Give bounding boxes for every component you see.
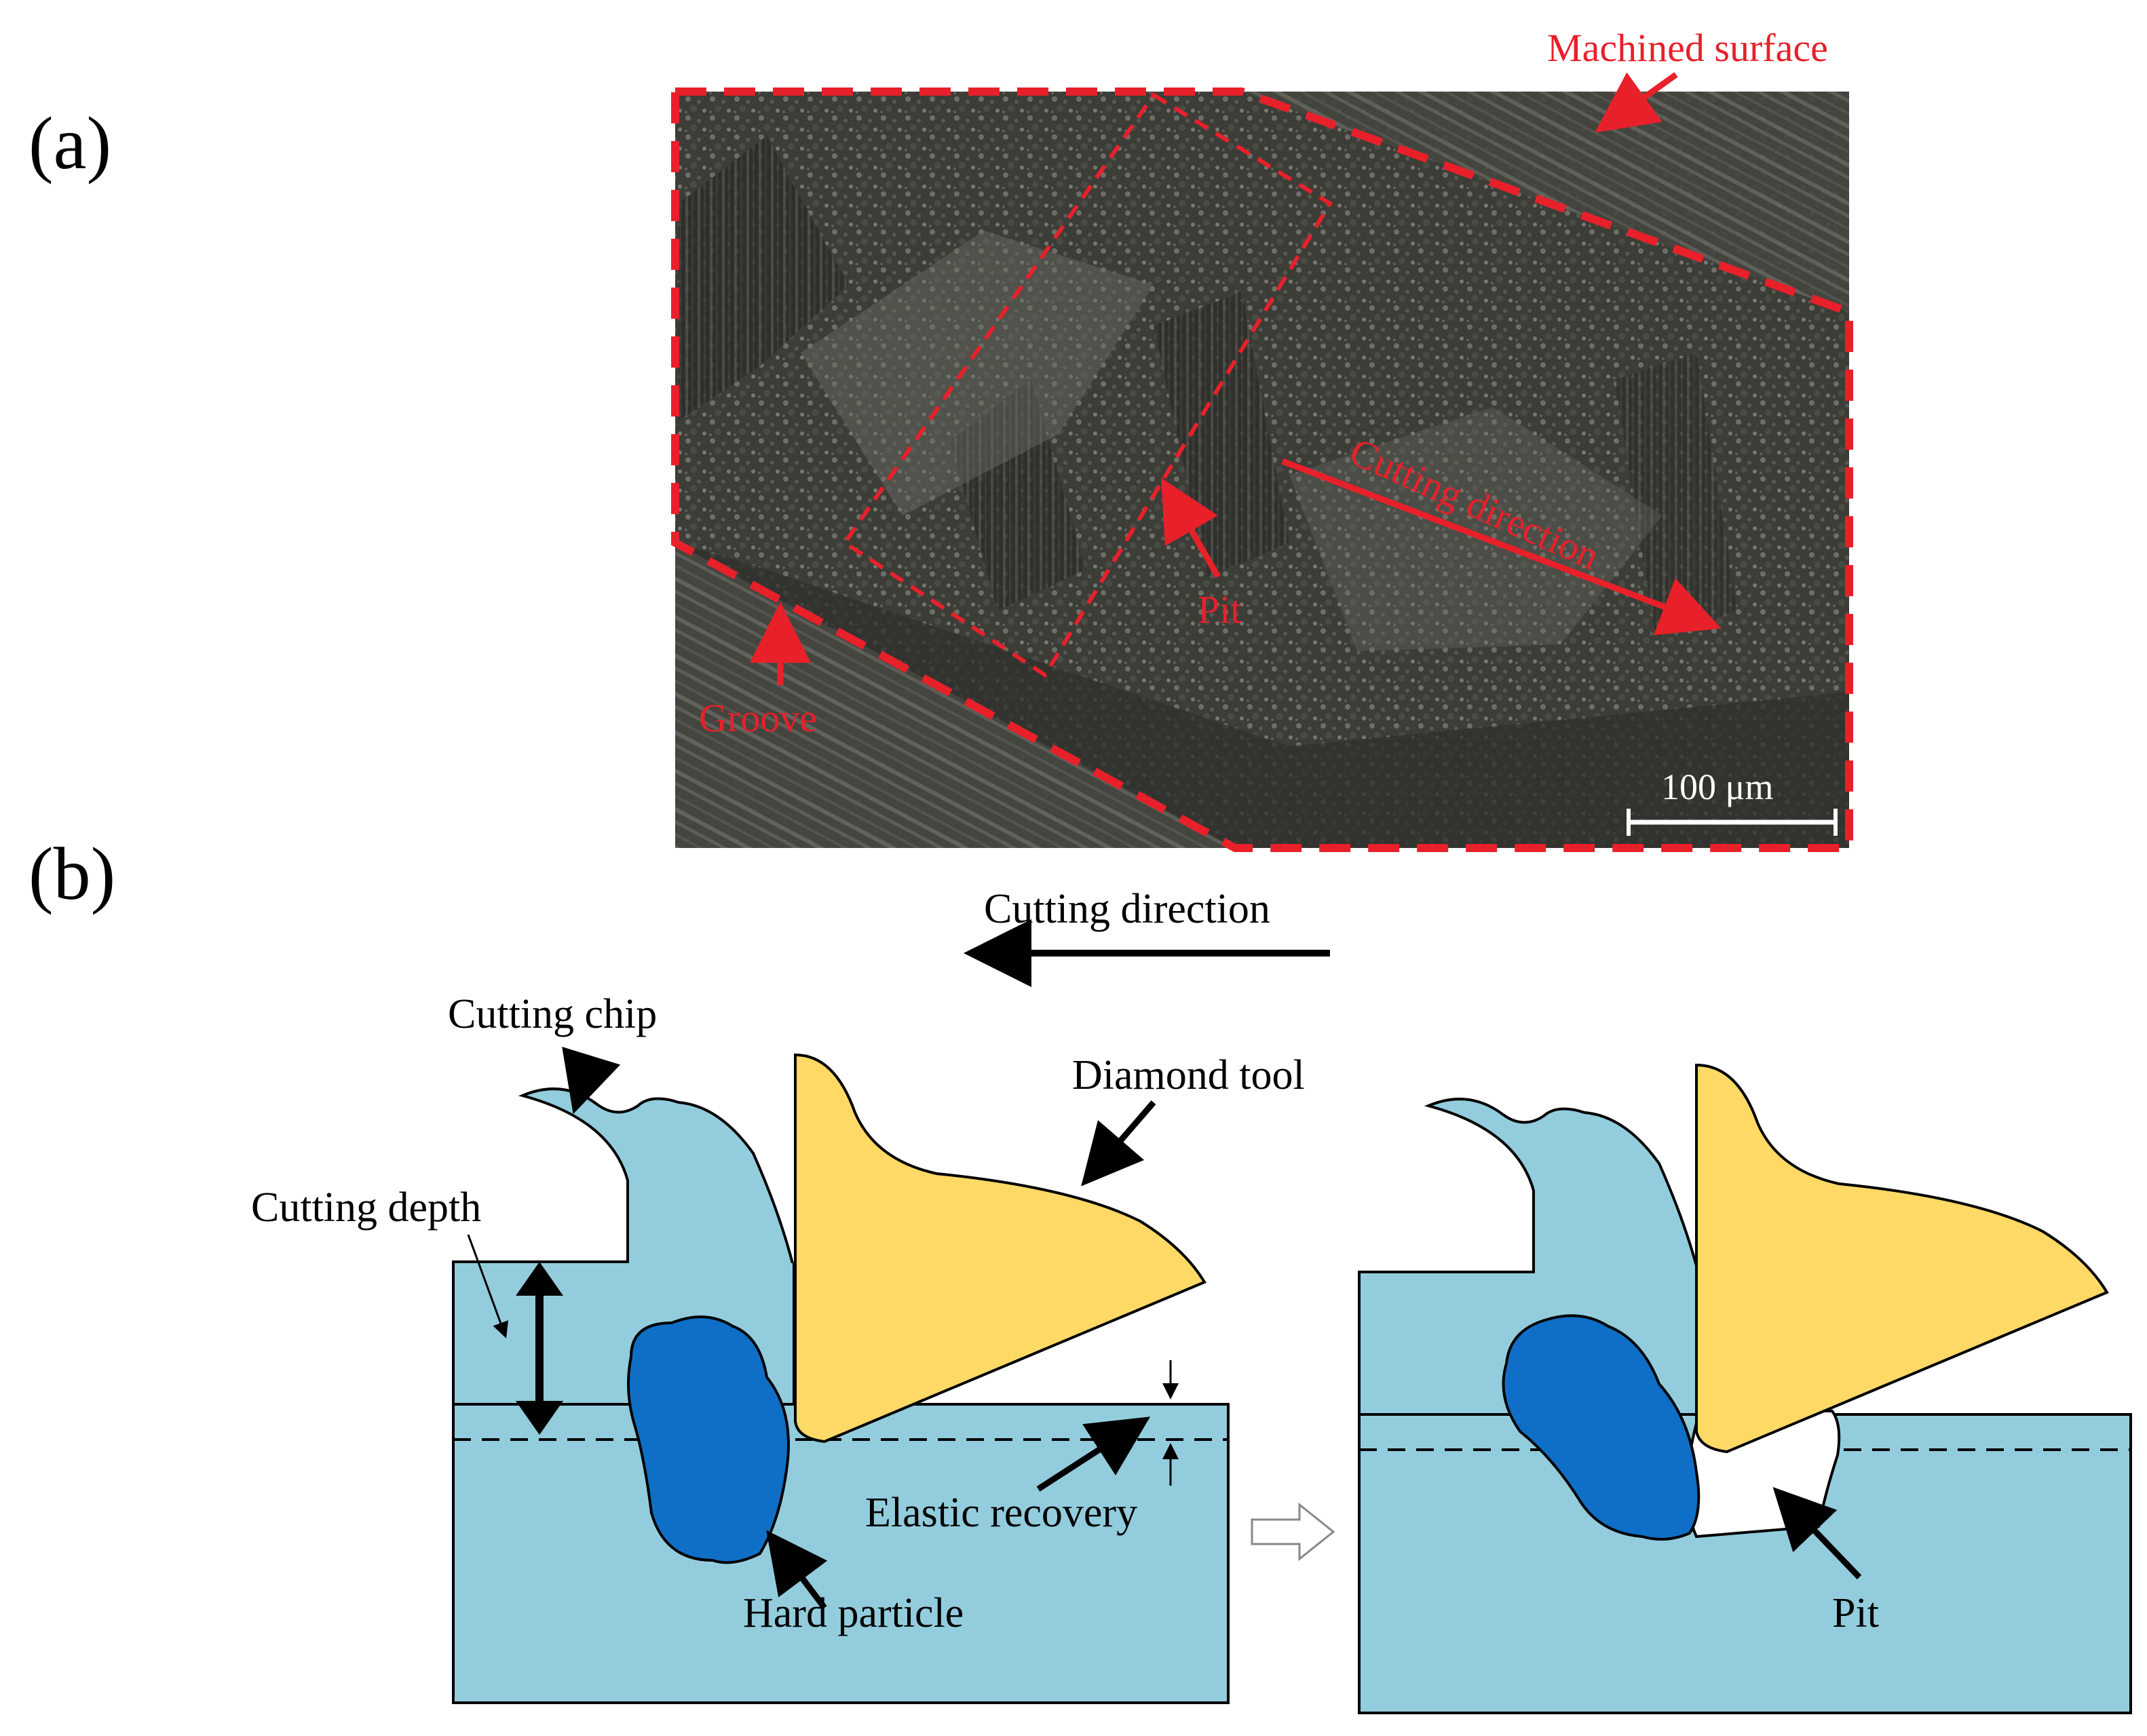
particle-terrace-2 <box>1289 407 1662 651</box>
groove-floor-region <box>675 543 1849 848</box>
cutting-depth-label: Cutting depth <box>251 1184 481 1231</box>
diamond-tool-label: Diamond tool <box>1072 1052 1305 1098</box>
transition-arrow <box>1251 1502 1335 1562</box>
outer-dashed-outline <box>671 88 1853 852</box>
panel-a-letter: (a) <box>28 102 111 185</box>
machined-surface-label: Machined surface <box>1547 26 1828 70</box>
cutting-chip-label: Cutting chip <box>448 991 657 1037</box>
hard-particle-left <box>627 1315 790 1564</box>
pit-arrow-a <box>1161 478 1221 579</box>
pit-label-b: Pit <box>1832 1590 1879 1636</box>
scale-bar-label: 100 μm <box>1661 767 1773 807</box>
column-wall-right <box>1154 292 1289 577</box>
particle-terrace-1 <box>801 231 1154 516</box>
schematic-after: Pit <box>1358 1063 2132 1714</box>
column-wall-middle <box>950 380 1086 611</box>
cutting-direction-arrow-a <box>1281 458 1722 636</box>
pit-dashed-outline <box>841 92 1333 678</box>
column-wall-far <box>1615 353 1737 638</box>
schematic-before: Cutting chip Diamond tool Cutting depth … <box>251 991 1305 1704</box>
hard-particle-label: Hard particle <box>743 1590 964 1636</box>
pit-arrow-b <box>1772 1487 1862 1580</box>
machined-surface-arrow <box>1595 72 1678 133</box>
cutting-direction-label-b: Cutting direction <box>984 886 1270 932</box>
sem-micrograph: Machined surface Cutting direction Pit G… <box>671 26 1853 852</box>
hard-particle-arrow <box>766 1530 828 1610</box>
elastic-recovery-arrow <box>1036 1416 1151 1492</box>
elastic-recovery-label: Elastic recovery <box>865 1490 1137 1536</box>
column-wall-left <box>679 136 848 421</box>
groove-label: Groove <box>699 696 817 740</box>
panel-b-letter: (b) <box>28 832 115 915</box>
diamond-tool-right <box>1695 1063 2109 1454</box>
diamond-tool-arrow <box>1081 1100 1156 1187</box>
diamond-tool-left <box>794 1053 1206 1444</box>
cutting-depth-arrow <box>467 1234 509 1338</box>
scale-bar <box>1627 809 1838 836</box>
pit-label-a: Pit <box>1198 587 1242 632</box>
hard-particle-right <box>1502 1314 1700 1541</box>
cutting-chip-arrow <box>562 1046 621 1115</box>
